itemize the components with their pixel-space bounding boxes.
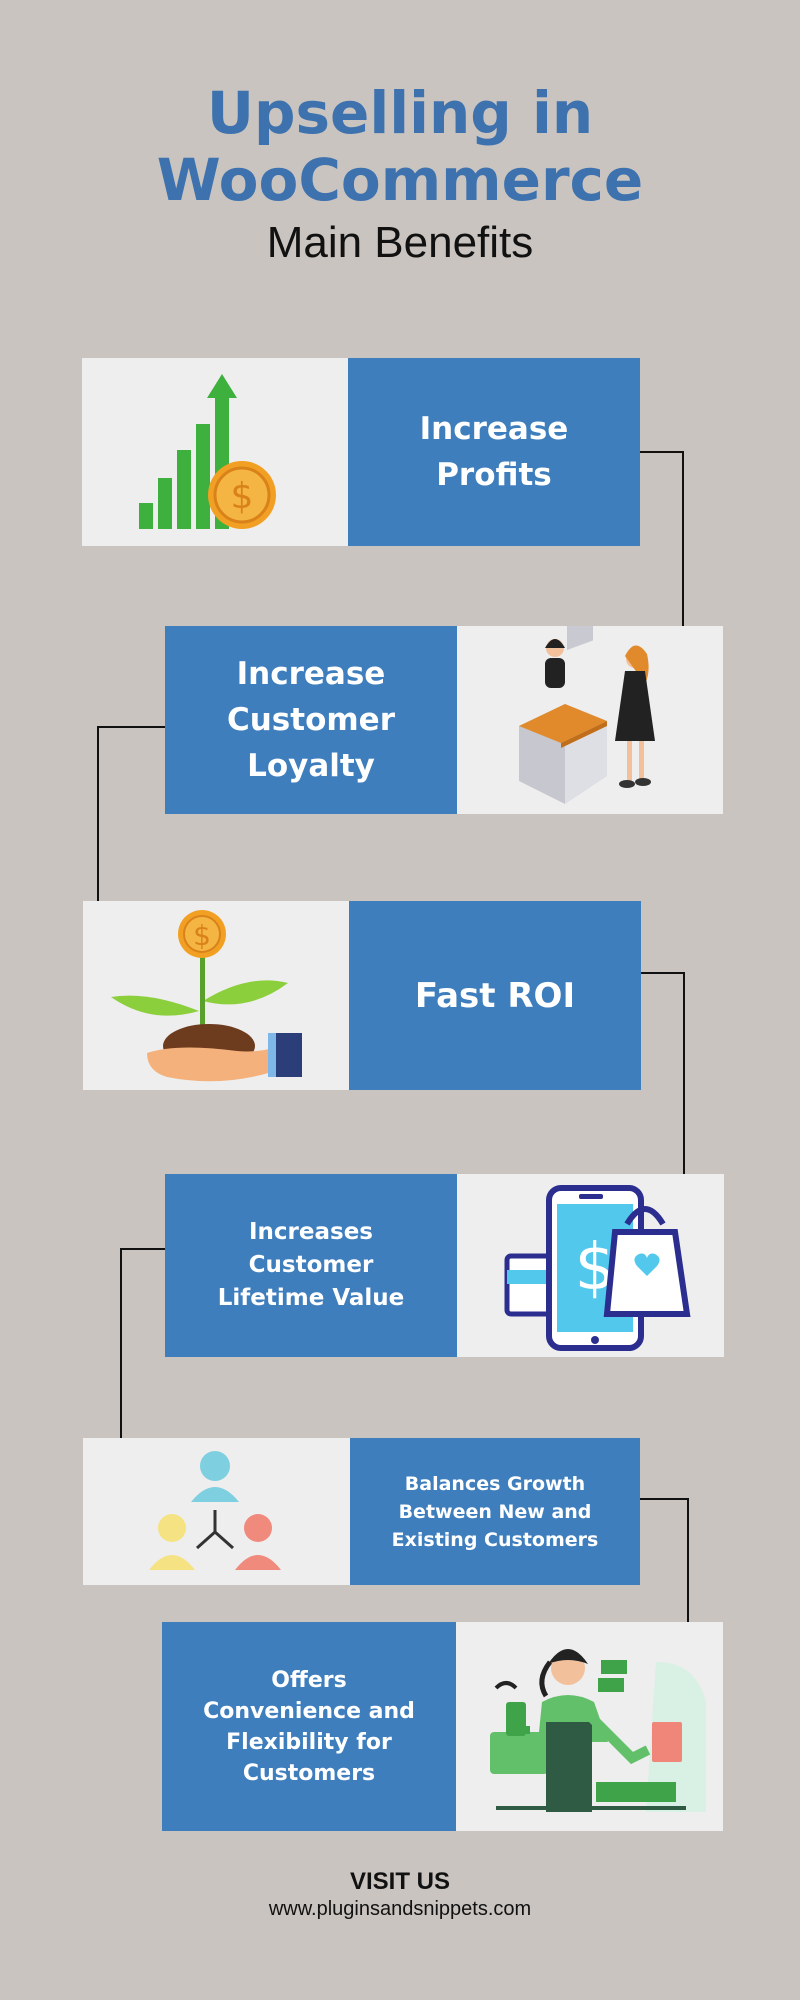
benefit-4-line-1: Increases [248, 1219, 373, 1245]
connector-2 [97, 726, 167, 904]
svg-text:$: $ [193, 919, 211, 952]
benefit-5-line-1: Balances Growth [404, 1472, 586, 1495]
benefit-3-line-1: Fast ROI [414, 975, 576, 1016]
website-link[interactable]: www.pluginsandsnippets.com [268, 1898, 532, 1920]
benefit-5-image [83, 1438, 350, 1585]
money-plant-icon: $ [111, 910, 302, 1082]
benefit-5-line-2: Between New and [398, 1500, 592, 1523]
benefit-6-line-4: Customers [242, 1760, 376, 1786]
benefit-4-line-2: Customer [248, 1252, 374, 1278]
connector-5 [640, 1498, 689, 1624]
mobile-shopping-icon: $ [504, 1185, 691, 1351]
benefit-2-line-3: Loyalty [247, 748, 375, 784]
benefit-6-line-1: Offers [271, 1667, 347, 1693]
benefit-1-image: $ [82, 358, 348, 546]
benefit-2-line-1: Increase [236, 656, 386, 692]
connector-1 [640, 451, 684, 628]
customer-network-icon [149, 1451, 281, 1570]
benefit-5-line-3: Existing Customers [391, 1528, 599, 1551]
benefit-6-image [456, 1622, 723, 1831]
benefit-2-image [457, 606, 723, 814]
connector-4 [120, 1248, 167, 1440]
cashier-icon [490, 1649, 706, 1812]
svg-text:$: $ [231, 476, 254, 517]
subtitle: Main Benefits [266, 218, 534, 267]
title-line-1: Upselling in [206, 79, 594, 147]
store-counter-icon [519, 606, 655, 804]
benefit-4-line-3: Lifetime Value [217, 1285, 405, 1311]
benefit-4-image: $ [457, 1174, 724, 1357]
benefit-3-image: $ [83, 901, 349, 1090]
benefit-1-line-1: Increase [419, 411, 569, 447]
benefit-3-label: Fast ROI [349, 901, 641, 1090]
benefit-2-line-2: Customer [226, 702, 395, 738]
benefit-6-line-3: Flexibility for [226, 1729, 392, 1755]
title-line-2: WooCommerce [156, 146, 644, 214]
growth-chart-icon: $ [139, 374, 276, 529]
connector-3 [640, 972, 685, 1176]
visit-us-label: VISIT US [349, 1868, 451, 1895]
benefit-6-line-2: Convenience and [203, 1698, 415, 1724]
benefit-1-line-2: Profits [436, 457, 552, 493]
